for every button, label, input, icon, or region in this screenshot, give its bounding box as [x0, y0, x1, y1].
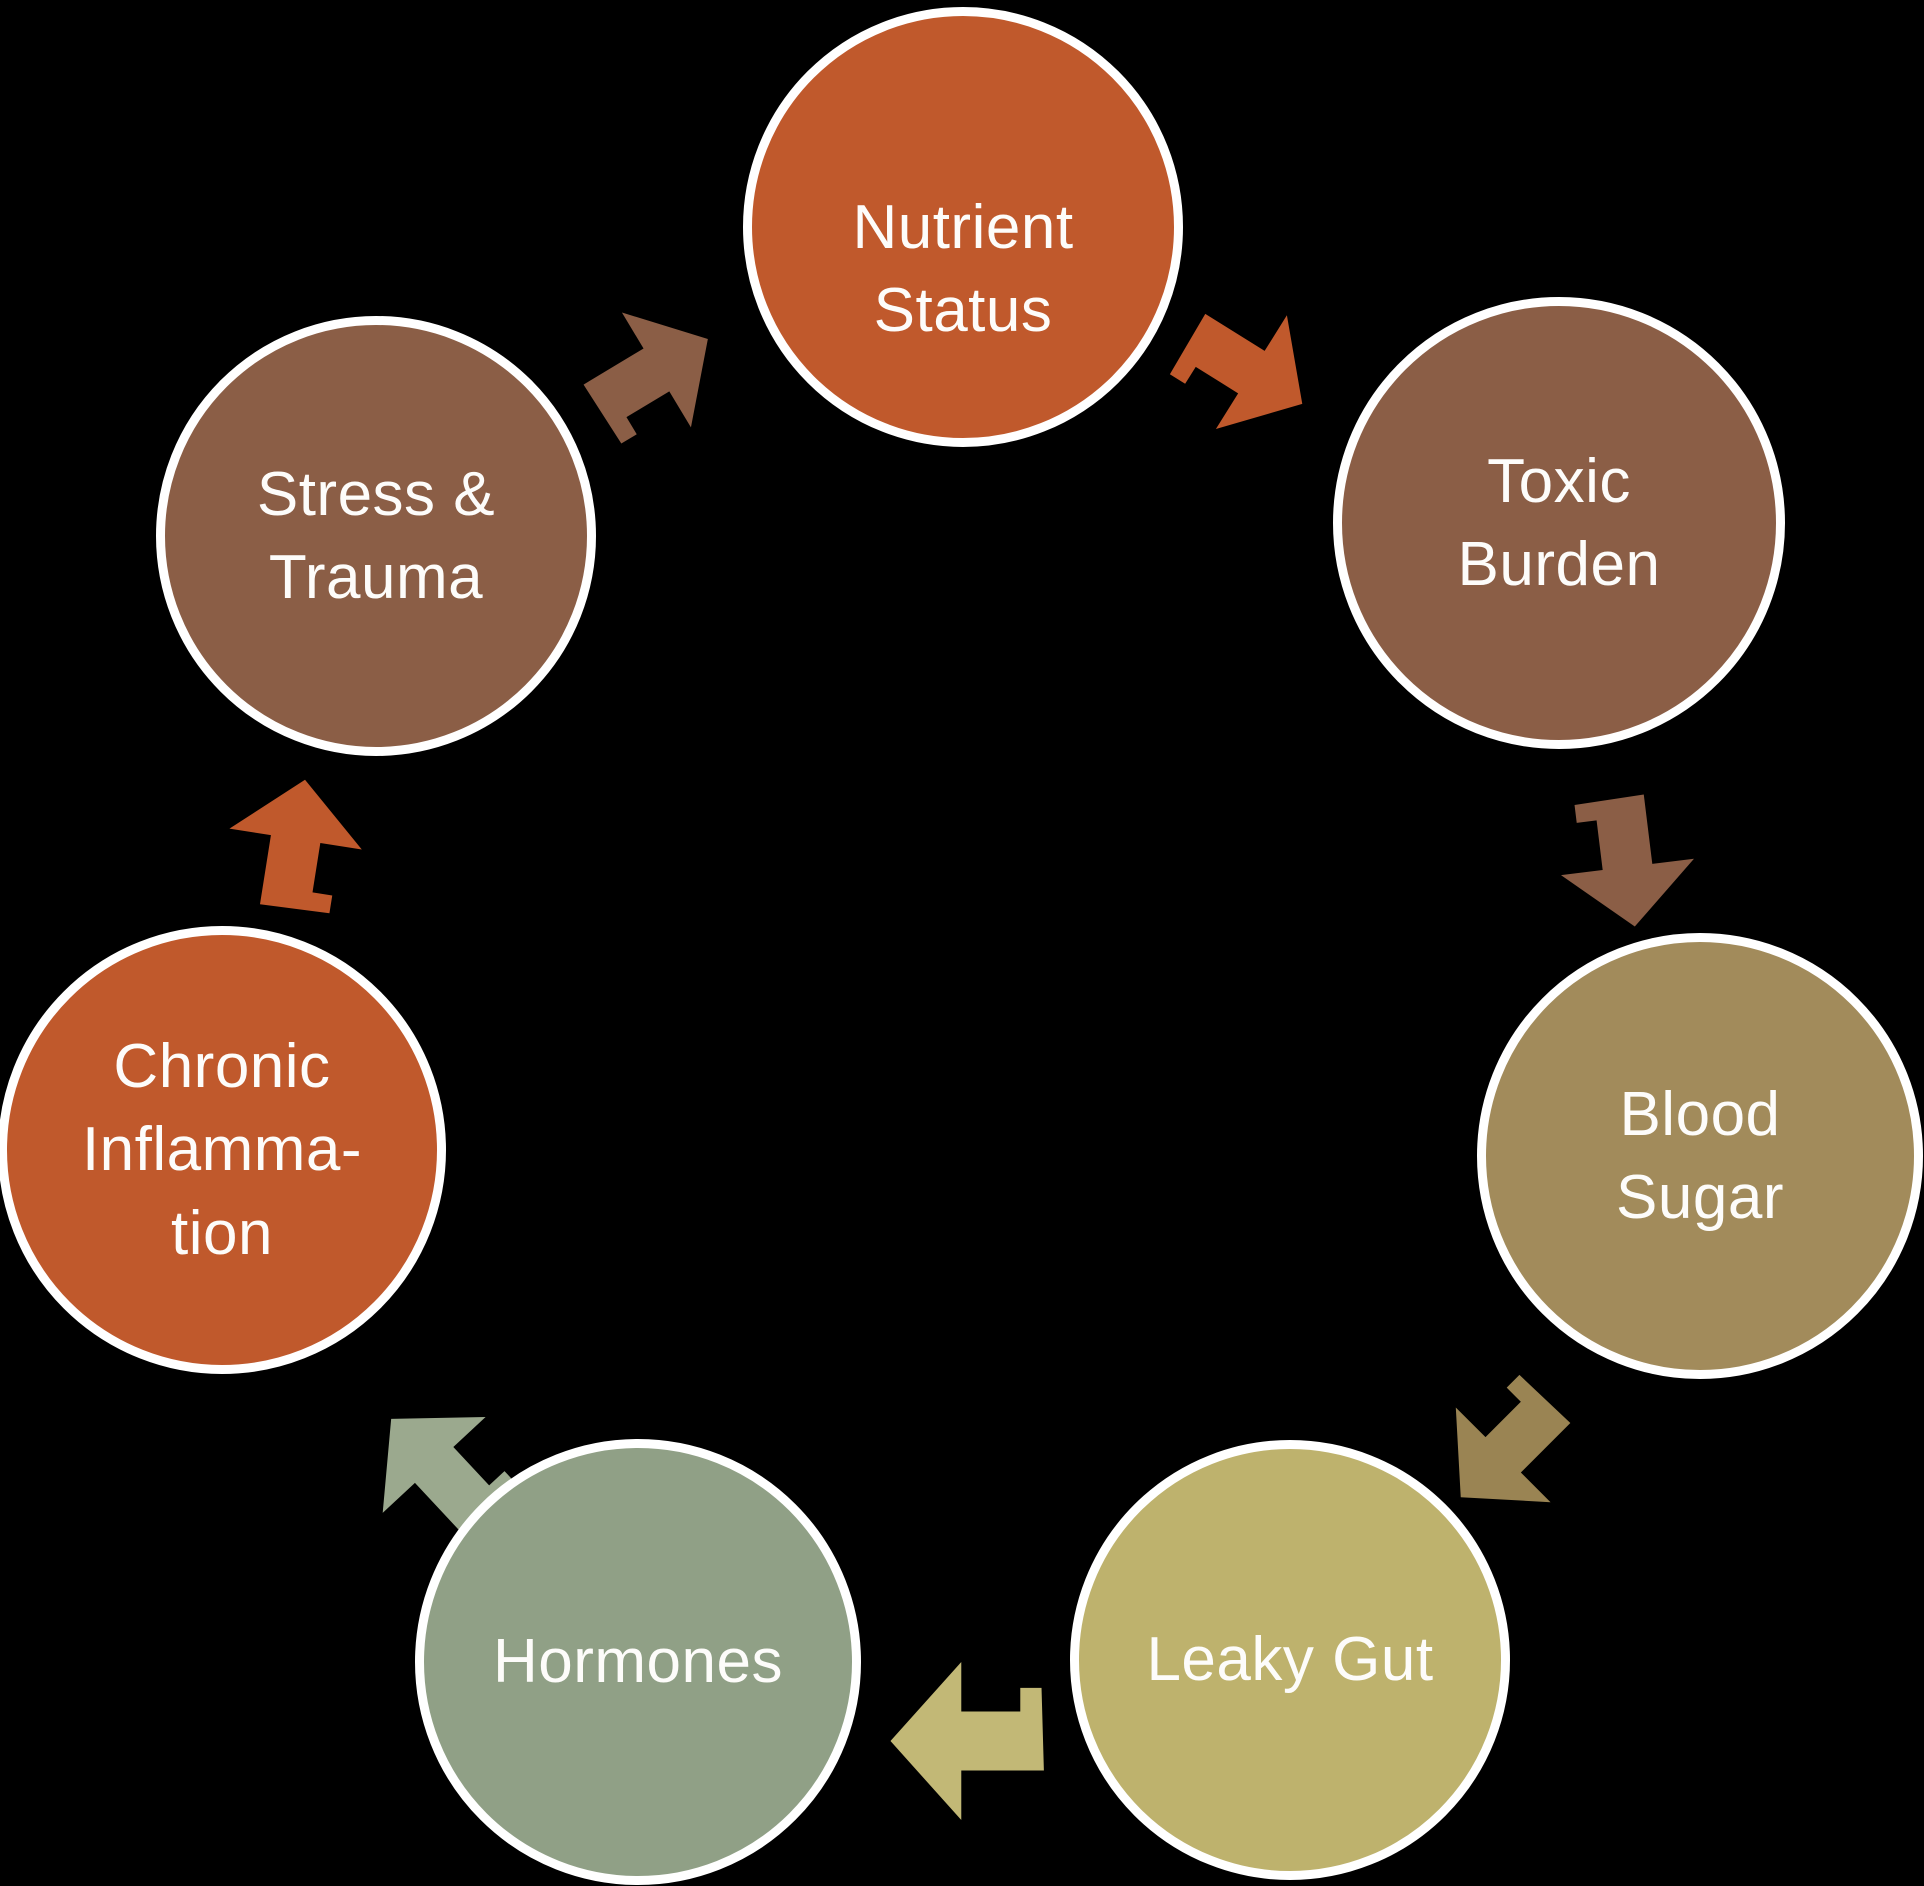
node-label-hormones: Hormones — [493, 1627, 783, 1697]
arrow-toxic-burden-to-blood-sugar — [1560, 794, 1694, 927]
cycle-node-stress-trauma: Stress & Trauma — [156, 316, 596, 756]
node-label-stress-trauma: Stress & Trauma — [256, 459, 496, 612]
cycle-node-toxic-burden: Toxic Burden — [1333, 297, 1785, 749]
arrow-leaky-gut-to-hormones — [890, 1661, 1044, 1821]
cycle-node-blood-sugar: Blood Sugar — [1477, 933, 1923, 1379]
cycle-node-hormones: Hormones — [415, 1439, 861, 1885]
cycle-node-leaky-gut: Leaky Gut — [1070, 1440, 1510, 1880]
cycle-node-chronic-inflammation: Chronic Inflamma- tion — [0, 926, 446, 1374]
arrow-blood-sugar-to-leaky-gut — [1455, 1374, 1571, 1503]
cycle-node-nutrient-status: Nutrient Status — [743, 7, 1183, 447]
node-label-toxic-burden: Toxic Burden — [1457, 446, 1661, 599]
arrow-stress-trauma-to-nutrient-status — [583, 312, 708, 444]
arrow-chronic-inflammation-to-stress-trauma — [229, 779, 362, 914]
node-label-leaky-gut: Leaky Gut — [1146, 1625, 1434, 1695]
arrow-nutrient-status-to-toxic-burden — [1169, 313, 1303, 429]
node-label-blood-sugar: Blood Sugar — [1616, 1079, 1784, 1232]
node-label-nutrient-status: Nutrient Status — [852, 192, 1074, 345]
node-label-chronic-inflammation: Chronic Inflamma- tion — [81, 1032, 363, 1268]
